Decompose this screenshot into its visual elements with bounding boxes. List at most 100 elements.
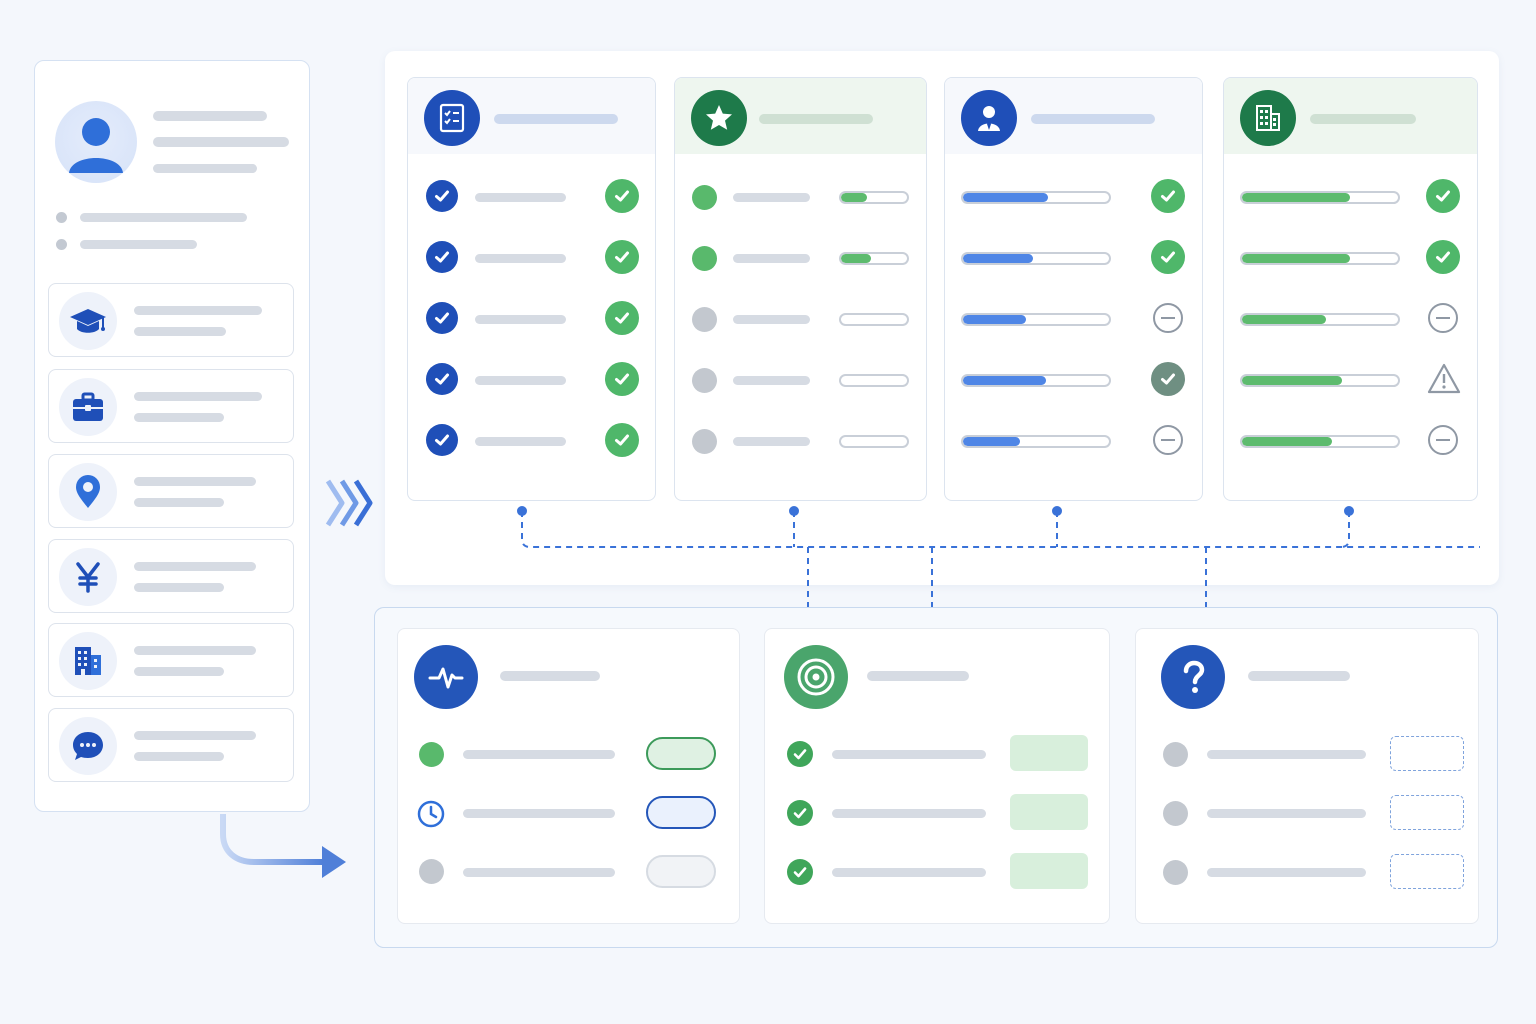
status-check-icon: [605, 423, 639, 457]
item-line: [475, 193, 566, 202]
status-check-icon: [605, 240, 639, 274]
status-check-icon: [1151, 240, 1185, 274]
warning-icon: [1426, 362, 1462, 396]
item-line: [733, 193, 810, 202]
forward-chevrons-icon: [325, 479, 373, 527]
check-icon: [787, 800, 813, 826]
item-line: [475, 315, 566, 324]
checked-icon[interactable]: [426, 180, 458, 212]
target-card: [764, 628, 1110, 924]
connector-lines: [517, 506, 1480, 607]
check-icon: [787, 859, 813, 885]
bullet-dot: [56, 212, 67, 223]
progress-bar: [1240, 435, 1400, 448]
progress-fill: [963, 315, 1026, 324]
status-pill-idle[interactable]: [646, 855, 716, 888]
progress-fill: [1242, 376, 1342, 385]
bullet-dot: [56, 239, 67, 250]
status-dot: [692, 429, 717, 454]
messages-card[interactable]: [48, 708, 294, 782]
company-column: [1223, 77, 1478, 501]
status-dot: [692, 307, 717, 332]
progress-fill: [963, 193, 1048, 202]
user-icon: [69, 118, 123, 173]
progress-bar: [839, 252, 909, 265]
profile-subtitle-line: [153, 164, 257, 173]
pending-dot: [1163, 801, 1188, 826]
unknown-card: [1135, 628, 1479, 924]
clock-icon: [417, 800, 445, 828]
location-card[interactable]: [48, 454, 294, 528]
target-icon: [797, 658, 835, 696]
education-card[interactable]: [48, 283, 294, 357]
checklist-icon: [439, 103, 465, 133]
status-check-icon: [1151, 179, 1185, 213]
yen-icon: [76, 562, 100, 593]
progress-bar: [961, 313, 1111, 326]
progress-fill: [1242, 315, 1327, 324]
status-check-icon: [1426, 240, 1460, 274]
profile-name-line: [153, 111, 267, 121]
item-line: [733, 437, 810, 446]
status-neutral-icon: [1428, 303, 1458, 333]
checked-icon[interactable]: [426, 241, 458, 273]
status-check-icon: [605, 301, 639, 335]
status-pill-pending[interactable]: [646, 796, 716, 829]
item-line: [733, 315, 810, 324]
progress-bar: [839, 191, 909, 204]
avatar: [55, 101, 137, 183]
progress-bar: [961, 191, 1111, 204]
progress-bar: [1240, 374, 1400, 387]
pending-dot: [1163, 742, 1188, 767]
status-dot: [692, 368, 717, 393]
item-line: [733, 254, 810, 263]
checked-icon[interactable]: [426, 302, 458, 334]
result-tag: [1010, 853, 1088, 889]
question-icon: [1183, 660, 1205, 693]
status-pill-active[interactable]: [646, 737, 716, 770]
pending-dot: [1163, 860, 1188, 885]
empty-slot[interactable]: [1390, 736, 1464, 771]
detail-line: [80, 240, 197, 249]
building-icon: [1256, 105, 1280, 131]
item-line: [475, 254, 566, 263]
profile-panel: [34, 60, 310, 812]
progress-fill: [963, 376, 1047, 385]
progress-fill: [963, 437, 1020, 446]
progress-bar: [961, 374, 1111, 387]
candidate-column: [944, 77, 1203, 501]
work-card[interactable]: [48, 369, 294, 443]
item-line: [475, 376, 566, 385]
progress-fill: [1242, 254, 1350, 263]
progress-bar: [839, 435, 909, 448]
progress-bar: [1240, 252, 1400, 265]
empty-slot[interactable]: [1390, 854, 1464, 889]
graduation-cap-icon: [70, 309, 106, 333]
item-line: [733, 376, 810, 385]
progress-fill: [841, 193, 868, 202]
item-line: [475, 437, 566, 446]
result-tag: [1010, 794, 1088, 830]
progress-fill: [841, 254, 871, 263]
status-check-icon: [1151, 362, 1185, 396]
status-dot: [692, 185, 717, 210]
activity-card: [397, 628, 740, 924]
salary-card[interactable]: [48, 539, 294, 613]
activity-pulse-icon: [428, 667, 464, 689]
company-card[interactable]: [48, 623, 294, 697]
status-check-icon: [605, 179, 639, 213]
progress-fill: [963, 254, 1034, 263]
checked-icon[interactable]: [426, 424, 458, 456]
rating-column: [674, 77, 927, 501]
progress-bar: [839, 374, 909, 387]
progress-bar: [961, 435, 1111, 448]
status-neutral-icon: [1153, 303, 1183, 333]
check-icon: [787, 741, 813, 767]
progress-bar: [1240, 191, 1400, 204]
detail-line: [80, 213, 247, 222]
result-tag: [1010, 735, 1088, 771]
status-dot-active: [419, 742, 444, 767]
checked-icon[interactable]: [426, 363, 458, 395]
empty-slot[interactable]: [1390, 795, 1464, 830]
progress-bar: [839, 313, 909, 326]
